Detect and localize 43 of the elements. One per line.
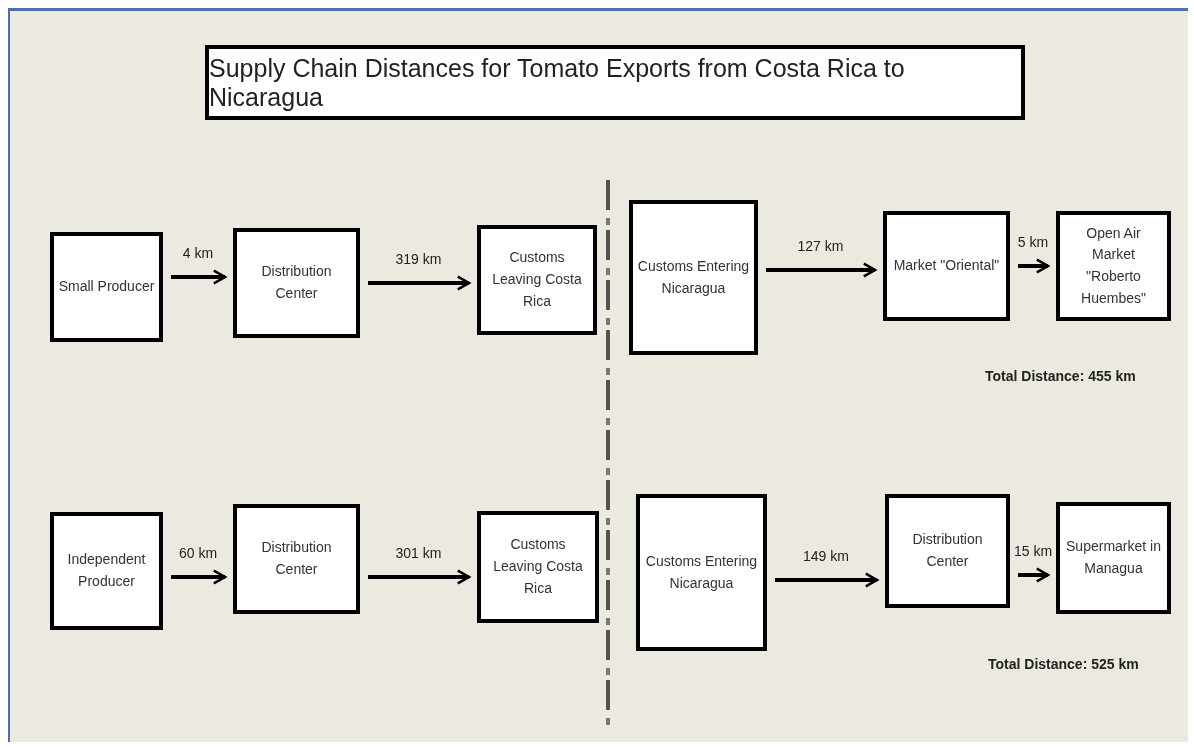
node-text: Supermarket in Managua	[1065, 537, 1162, 578]
node-text: Open Air Market "Roberto Huembes"	[1080, 223, 1147, 308]
arrow	[171, 569, 227, 585]
process-box	[629, 200, 758, 355]
process-box	[883, 211, 1010, 321]
process-box	[477, 511, 599, 623]
edge-label: 127 km	[797, 238, 844, 254]
node-text: Independent Producer	[66, 550, 147, 591]
process-box	[50, 512, 163, 630]
node-text: Customs Entering Nicaragua	[644, 551, 759, 593]
node-text: Customs Entering Nicaragua	[636, 256, 751, 298]
edge-label: 301 km	[395, 545, 442, 561]
total-distance-note: Total Distance: 525 km	[988, 656, 1139, 672]
process-box	[1056, 211, 1171, 321]
process-box	[233, 504, 360, 614]
total-distance-note: Total Distance: 455 km	[985, 368, 1136, 384]
process-box	[50, 232, 163, 342]
arrow	[1018, 567, 1050, 583]
arrow	[368, 569, 471, 585]
node-text: Market "Oriental"	[892, 256, 1001, 276]
edge-label: 4 km	[182, 245, 214, 261]
node-text: Small Producer	[57, 277, 156, 297]
edge-label: 15 km	[1013, 543, 1053, 559]
arrow	[368, 275, 471, 291]
arrow	[171, 269, 227, 285]
node-text: Distribution Center	[260, 262, 333, 303]
process-box	[1056, 502, 1171, 614]
process-box	[885, 494, 1010, 608]
edge-label: 60 km	[178, 545, 218, 561]
process-box	[233, 228, 360, 338]
arrow	[1018, 258, 1050, 274]
title-box: Supply Chain Distances for Tomato Exports from Costa Rica to Nicaragua	[205, 45, 1025, 120]
edge-label: 149 km	[803, 548, 849, 564]
process-box	[636, 494, 767, 651]
node-text: Customs Leaving Costa Rica	[491, 248, 583, 311]
arrow	[766, 262, 877, 278]
node-text: Distribution Center	[911, 530, 984, 571]
process-box	[477, 225, 597, 335]
edge-label: 319 km	[395, 251, 442, 267]
node-text: Distribution Center	[260, 538, 333, 579]
node-text: Customs Leaving Costa Rica	[492, 535, 584, 598]
edge-label: 5 km	[1017, 234, 1049, 250]
arrow	[775, 572, 879, 588]
